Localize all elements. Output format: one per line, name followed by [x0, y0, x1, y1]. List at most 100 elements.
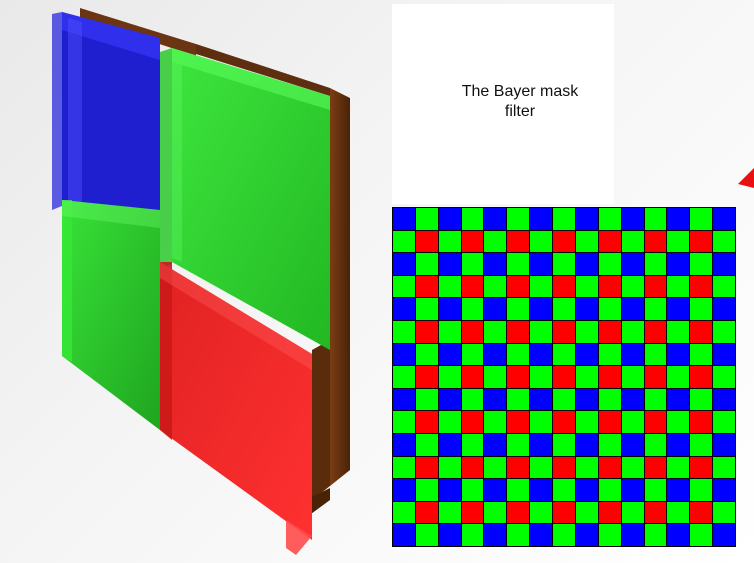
- bayer-cell-red: [415, 456, 438, 479]
- bayer-cell-green: [438, 321, 461, 343]
- bayer-cell-blue: [621, 298, 644, 320]
- bayer-cell-red: [415, 411, 438, 433]
- bayer-cell-red: [690, 275, 713, 298]
- bayer-cell-green: [667, 411, 690, 433]
- bayer-cell-blue: [484, 388, 507, 411]
- bayer-cell-green: [393, 275, 415, 298]
- bayer-cell-green: [393, 321, 415, 343]
- bayer-cell-red: [690, 501, 713, 524]
- bayer-cell-green: [507, 524, 530, 546]
- bayer-cell-blue: [530, 343, 553, 366]
- bayer-cell-blue: [530, 388, 553, 411]
- bayer-cell-green: [621, 411, 644, 433]
- bayer-cell-green: [461, 253, 484, 275]
- bayer-cell-red: [690, 456, 713, 479]
- bayer-cell-green: [415, 253, 438, 275]
- bayer-cell-red: [553, 230, 575, 253]
- bayer-cell-green: [484, 366, 507, 388]
- bayer-cell-green: [621, 275, 644, 298]
- bayer-cell-green: [667, 501, 690, 524]
- bayer-cell-green: [415, 208, 438, 230]
- bayer-cell-green: [713, 275, 735, 298]
- bayer-cell-blue: [484, 434, 507, 456]
- bayer-cell-green: [644, 298, 667, 320]
- bayer-cell-blue: [484, 343, 507, 366]
- bayer-cell-red: [415, 321, 438, 343]
- bayer-cell-green: [690, 524, 713, 546]
- bayer-cell-green: [713, 456, 735, 479]
- bayer-cell-green: [484, 501, 507, 524]
- bayer-cell-green: [575, 501, 598, 524]
- bayer-cell-green: [667, 456, 690, 479]
- bayer-cell-red: [461, 321, 484, 343]
- bayer-cell-green: [507, 343, 530, 366]
- bayer-cell-blue: [530, 524, 553, 546]
- bayer-cell-red: [644, 456, 667, 479]
- bayer-cell-red: [598, 230, 621, 253]
- bayer-cell-green: [530, 366, 553, 388]
- bayer-cell-red: [598, 501, 621, 524]
- bayer-cell-blue: [484, 479, 507, 501]
- bayer-cell-green: [415, 388, 438, 411]
- bayer-cell-red: [461, 501, 484, 524]
- bayer-cell-green: [461, 524, 484, 546]
- bayer-cell-red: [415, 230, 438, 253]
- bayer-cell-blue: [667, 253, 690, 275]
- bayer-cell-green: [507, 298, 530, 320]
- bayer-cell-red: [553, 411, 575, 433]
- bayer-cell-blue: [713, 298, 735, 320]
- bayer-cell-blue: [667, 388, 690, 411]
- bayer-cell-green: [598, 479, 621, 501]
- bayer-cell-blue: [438, 479, 461, 501]
- bayer-cell-blue: [713, 343, 735, 366]
- bayer-cell-red: [644, 411, 667, 433]
- bayer-cell-green: [598, 343, 621, 366]
- bayer-cell-green: [484, 321, 507, 343]
- bayer-cell-red: [690, 230, 713, 253]
- bayer-cell-red: [644, 501, 667, 524]
- bayer-cell-green: [713, 230, 735, 253]
- bayer-cell-green: [530, 230, 553, 253]
- bayer-cell-green: [575, 321, 598, 343]
- bayer-cell-blue: [713, 524, 735, 546]
- bayer-cell-blue: [575, 479, 598, 501]
- bayer-cell-green: [598, 208, 621, 230]
- bayer-cell-green: [438, 501, 461, 524]
- bayer-cell-green: [415, 524, 438, 546]
- bayer-cell-blue: [575, 434, 598, 456]
- bayer-cell-green: [530, 275, 553, 298]
- bayer-cell-blue: [621, 343, 644, 366]
- bayer-cell-blue: [393, 298, 415, 320]
- bayer-cell-green: [667, 275, 690, 298]
- bayer-cell-green: [415, 343, 438, 366]
- green-filter-tile-top: [160, 48, 330, 350]
- bayer-cell-blue: [575, 343, 598, 366]
- bayer-cell-green: [530, 501, 553, 524]
- bayer-cell-green: [713, 321, 735, 343]
- bayer-cell-green: [575, 411, 598, 433]
- bayer-cell-green: [644, 208, 667, 230]
- bayer-cell-red: [690, 366, 713, 388]
- bayer-cell-red: [690, 411, 713, 433]
- bayer-cell-green: [393, 366, 415, 388]
- bayer-mask-grid: [392, 207, 736, 547]
- bayer-cell-green: [621, 230, 644, 253]
- green-filter-tile-bottom: [62, 200, 160, 430]
- bayer-cell-green: [530, 321, 553, 343]
- bayer-cell-blue: [621, 253, 644, 275]
- bayer-cell-green: [393, 501, 415, 524]
- bayer-cell-red: [644, 275, 667, 298]
- bayer-cell-red: [644, 366, 667, 388]
- bayer-cell-green: [438, 366, 461, 388]
- bayer-cell-green: [415, 298, 438, 320]
- bayer-cell-blue: [575, 388, 598, 411]
- bayer-cell-blue: [530, 253, 553, 275]
- bayer-cell-green: [438, 456, 461, 479]
- bayer-cell-green: [530, 456, 553, 479]
- bayer-cell-green: [575, 456, 598, 479]
- bayer-cell-red: [461, 275, 484, 298]
- bayer-cell-blue: [667, 343, 690, 366]
- blue-filter-tile: [52, 12, 160, 264]
- bayer-cell-red: [598, 321, 621, 343]
